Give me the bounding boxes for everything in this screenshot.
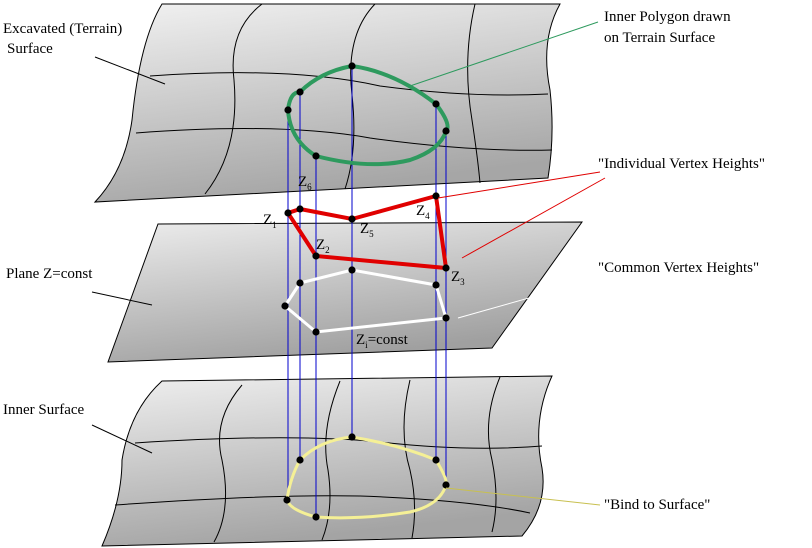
vertex-dot: [312, 152, 320, 160]
vertex-dot: [281, 302, 289, 310]
label-common-heights: "Common Vertex Heights": [598, 260, 759, 276]
vertex-dot: [432, 281, 440, 289]
vertex-dot: [348, 62, 356, 70]
label-inner-polygon-2: on Terrain Surface: [604, 30, 715, 46]
vertex-dot: [348, 266, 356, 274]
vertex-dot: [348, 433, 356, 441]
vertex-label-z6: Z6: [298, 174, 312, 192]
vertex-dot: [284, 209, 292, 217]
label-individual-heights: "Individual Vertex Heights": [598, 156, 765, 172]
leader-inner-polygon: [409, 21, 599, 87]
vertex-dot: [312, 252, 320, 260]
vertex-dot: [296, 205, 304, 213]
vertex-label-z1: Z1: [263, 212, 277, 230]
vertex-dot: [296, 88, 304, 96]
leader-individual-2: [461, 177, 606, 259]
leader-excavated: [94, 56, 166, 85]
leader-plane: [91, 291, 153, 306]
vertex-dot: [432, 192, 440, 200]
vertex-dot: [312, 328, 320, 336]
plane-z-const: [107, 221, 583, 363]
vertex-label-z2: Z2: [316, 237, 330, 255]
plane-shape: [107, 221, 583, 363]
label-excavated-2: Surface: [7, 41, 53, 57]
leader-bind: [445, 487, 601, 506]
terrain-surface: [93, 3, 561, 203]
vertex-label-zi-const: Zi=const: [356, 332, 409, 350]
vertex-dot: [442, 264, 450, 272]
label-inner-surface: Inner Surface: [3, 402, 85, 418]
vertex-dot: [348, 215, 356, 223]
vertex-label-z4: Z4: [416, 203, 430, 221]
vertex-dot: [296, 279, 304, 287]
inner-surface: [101, 375, 553, 547]
leader-inner-surface: [91, 424, 153, 454]
vertex-dot: [283, 496, 291, 504]
label-bind-to-surface: "Bind to Surface": [604, 497, 710, 513]
vertex-dot: [442, 127, 450, 135]
vertex-dot: [284, 106, 292, 114]
vertex-dot: [442, 481, 450, 489]
label-inner-polygon-1: Inner Polygon drawn: [604, 9, 731, 25]
vertex-dot: [432, 456, 440, 464]
leader-common: [457, 277, 601, 319]
vertex-dots: [281, 62, 450, 521]
vertex-dot: [312, 513, 320, 521]
vertex-label-z3: Z3: [451, 269, 465, 287]
vertex-dot: [442, 314, 450, 322]
terrain-surface-shape: [93, 3, 561, 203]
leader-lines: [91, 21, 606, 506]
label-excavated-1: Excavated (Terrain): [3, 21, 122, 37]
vertex-dot: [296, 456, 304, 464]
label-plane: Plane Z=const: [6, 266, 93, 282]
vertex-label-z5: Z5: [360, 221, 374, 239]
leader-individual-1: [437, 171, 601, 199]
vertex-dot: [432, 100, 440, 108]
inner-surface-grid: [114, 376, 543, 543]
terrain-grid: [135, 3, 553, 195]
